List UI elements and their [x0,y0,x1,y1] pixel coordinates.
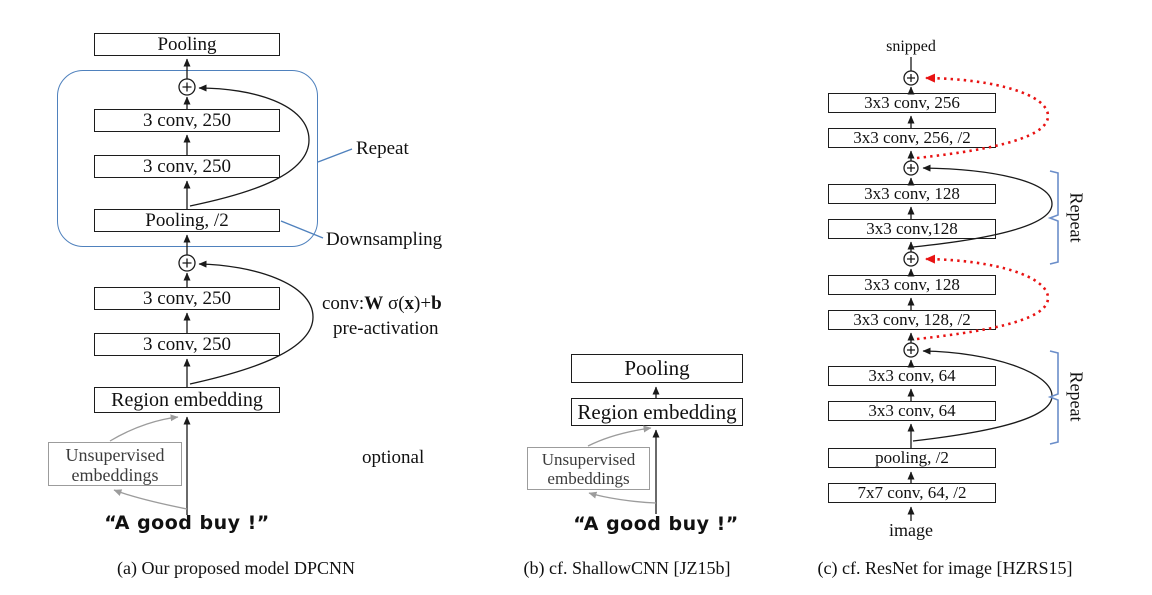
c-plus-circle-icon-2 [903,160,919,176]
a-downsampling-label: Downsampling [326,229,443,250]
c-box-5: 3x3 conv, 128 [828,275,996,295]
a-unsupervised-line2: embeddings [71,465,159,485]
a-region-embedding-label: Region embedding [111,388,263,411]
c-box-label-4: 3x3 conv,128 [866,219,958,238]
formula-conv-prefix: conv: [322,293,365,314]
a-gray-arrow-unsup-to-region [109,414,179,442]
a-pooling-top-label: Pooling [157,33,217,55]
a-conv-label-4: 3 conv, 250 [143,333,231,355]
formula-weight-w: W [364,293,384,314]
c-box-10: 7x7 conv, 64, /2 [828,483,996,503]
a-pre-activation-label: pre-activation [333,318,439,339]
c-box-label-3: 3x3 conv, 128 [864,184,960,203]
c-plus-circle-icon-3 [903,251,919,267]
caption-c: (c) cf. ResNet for image [HZRS15] [817,558,1073,578]
c-box-7: 3x3 conv, 64 [828,366,996,386]
a-skip-connection-arc-2 [189,260,314,385]
b-region-embedding-box: Region embedding [571,398,743,426]
b-unsupervised-embeddings-box: Unsupervised embeddings [527,447,650,490]
c-box-label-7: 3x3 conv, 64 [868,366,956,385]
a-conv-box-3: 3 conv, 250 [94,287,280,310]
c-box-1: 3x3 conv, 256 [828,93,996,113]
b-gray-arrow-input-to-unsup [588,491,657,504]
c-box-label-1: 3x3 conv, 256 [864,93,960,112]
a-gray-arrow-input-to-unsup [113,489,188,510]
c-repeat-label-2: Repeat [1066,371,1087,422]
c-snipped-label: snipped [886,38,936,55]
repeat-bracket-1 [1047,170,1059,265]
a-conv-box-4: 3 conv, 250 [94,333,280,356]
c-box-6: 3x3 conv, 128, /2 [828,310,996,330]
caption-a: (a) Our proposed model DPCNN [117,558,355,578]
a-unsupervised-line1: Unsupervised [65,445,165,465]
c-box-label-5: 3x3 conv, 128 [864,275,960,294]
c-box-4: 3x3 conv,128 [828,219,996,239]
c-plus-circle-icon-1 [903,70,919,86]
c-box-label-6: 3x3 conv, 128, /2 [853,310,971,329]
b-gray-arrow-unsup-to-region [587,425,652,447]
a-plus-circle-icon-2 [178,254,196,272]
b-unsupervised-line2: embeddings [547,469,630,488]
b-input-text: “A good buy !” [573,513,739,535]
formula-close: )+ [414,293,432,314]
a-pooling-top-box: Pooling [94,33,280,56]
b-region-embedding-label: Region embedding [577,399,737,424]
b-unsupervised-line1: Unsupervised [541,450,636,469]
c-box-9: pooling, /2 [828,448,996,468]
b-pooling-label: Pooling [624,356,690,380]
repeat-bracket-2 [1047,350,1059,445]
c-box-label-2: 3x3 conv, 256, /2 [853,128,971,147]
c-box-3: 3x3 conv, 128 [828,184,996,204]
a-conv-box-1: 3 conv, 250 [94,109,280,132]
a-input-text: “A good buy !” [104,512,270,534]
c-box-label-8: 3x3 conv, 64 [868,401,956,420]
caption-b: (b) cf. ShallowCNN [JZ15b] [523,558,731,578]
c-image-label: image [889,520,933,540]
a-region-embedding-box: Region embedding [94,387,280,413]
a-conv-label-1: 3 conv, 250 [143,109,231,131]
c-box-8: 3x3 conv, 64 [828,401,996,421]
c-box-label-10: 7x7 conv, 64, /2 [857,483,967,502]
formula-sigma: σ( [383,293,405,314]
c-box-label-9: pooling, /2 [875,448,949,467]
a-conv-formula: conv:W σ(x)+b [322,293,442,315]
b-pooling-box: Pooling [571,354,743,383]
a-conv-box-2: 3 conv, 250 [94,155,280,178]
formula-x: x [404,293,415,314]
repeat-callout-line [317,148,353,163]
a-unsupervised-embeddings-box: Unsupervised embeddings [48,442,182,486]
c-skip-connection-arc-64 [912,347,1053,442]
a-pooling-half-label: Pooling, /2 [145,209,229,231]
c-box-2: 3x3 conv, 256, /2 [828,128,996,148]
formula-bias-b: b [431,293,442,314]
optional-label: optional [362,447,425,468]
a-conv-label-2: 3 conv, 250 [143,155,231,177]
c-plus-circle-icon-4 [903,342,919,358]
c-repeat-label-1: Repeat [1066,192,1087,243]
a-pooling-half-box: Pooling, /2 [94,209,280,232]
a-conv-label-3: 3 conv, 250 [143,287,231,309]
a-repeat-label: Repeat [356,138,409,159]
